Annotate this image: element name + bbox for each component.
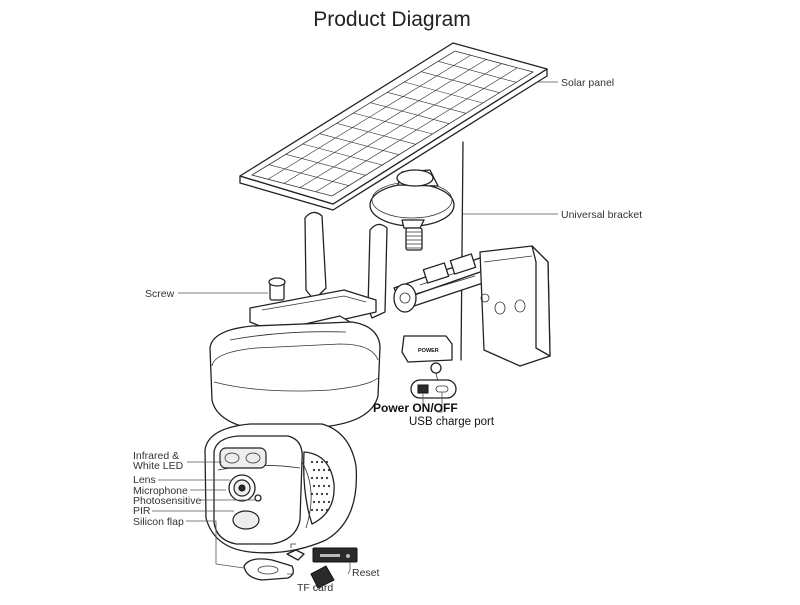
infrared-label-line1: Infrared &: [133, 450, 179, 462]
infrared-label-line2: White LED: [133, 460, 184, 472]
screw-label: Screw: [145, 288, 175, 300]
solar-panel: [239, 42, 548, 361]
power-onoff-label: Power ON/OFF: [373, 401, 458, 415]
lens-label: Lens: [133, 474, 156, 486]
silicon-flap-part: [243, 558, 294, 581]
diagram-title: Product Diagram: [313, 8, 471, 31]
silicon-flap-label: Silicon flap: [133, 516, 184, 528]
leader-lines: [152, 81, 558, 569]
bracket-arm: [393, 245, 551, 367]
tf-card-label: TF card: [297, 582, 333, 594]
microphone-label: Microphone: [133, 485, 188, 497]
photosensitive-label: Photosensitive: [133, 495, 201, 507]
power-callout: POWER: [401, 335, 457, 413]
camera-body: [204, 211, 388, 554]
solar-panel-label: Solar panel: [561, 77, 614, 89]
reset-label: Reset: [352, 567, 380, 579]
universal-bracket-mount: [369, 169, 455, 251]
card-slot: [286, 543, 358, 590]
usb-charge-port-label: USB charge port: [409, 416, 495, 428]
pir-label: PIR: [133, 505, 151, 517]
universal-bracket-label: Universal bracket: [561, 209, 642, 221]
power-badge: POWER: [418, 348, 439, 354]
